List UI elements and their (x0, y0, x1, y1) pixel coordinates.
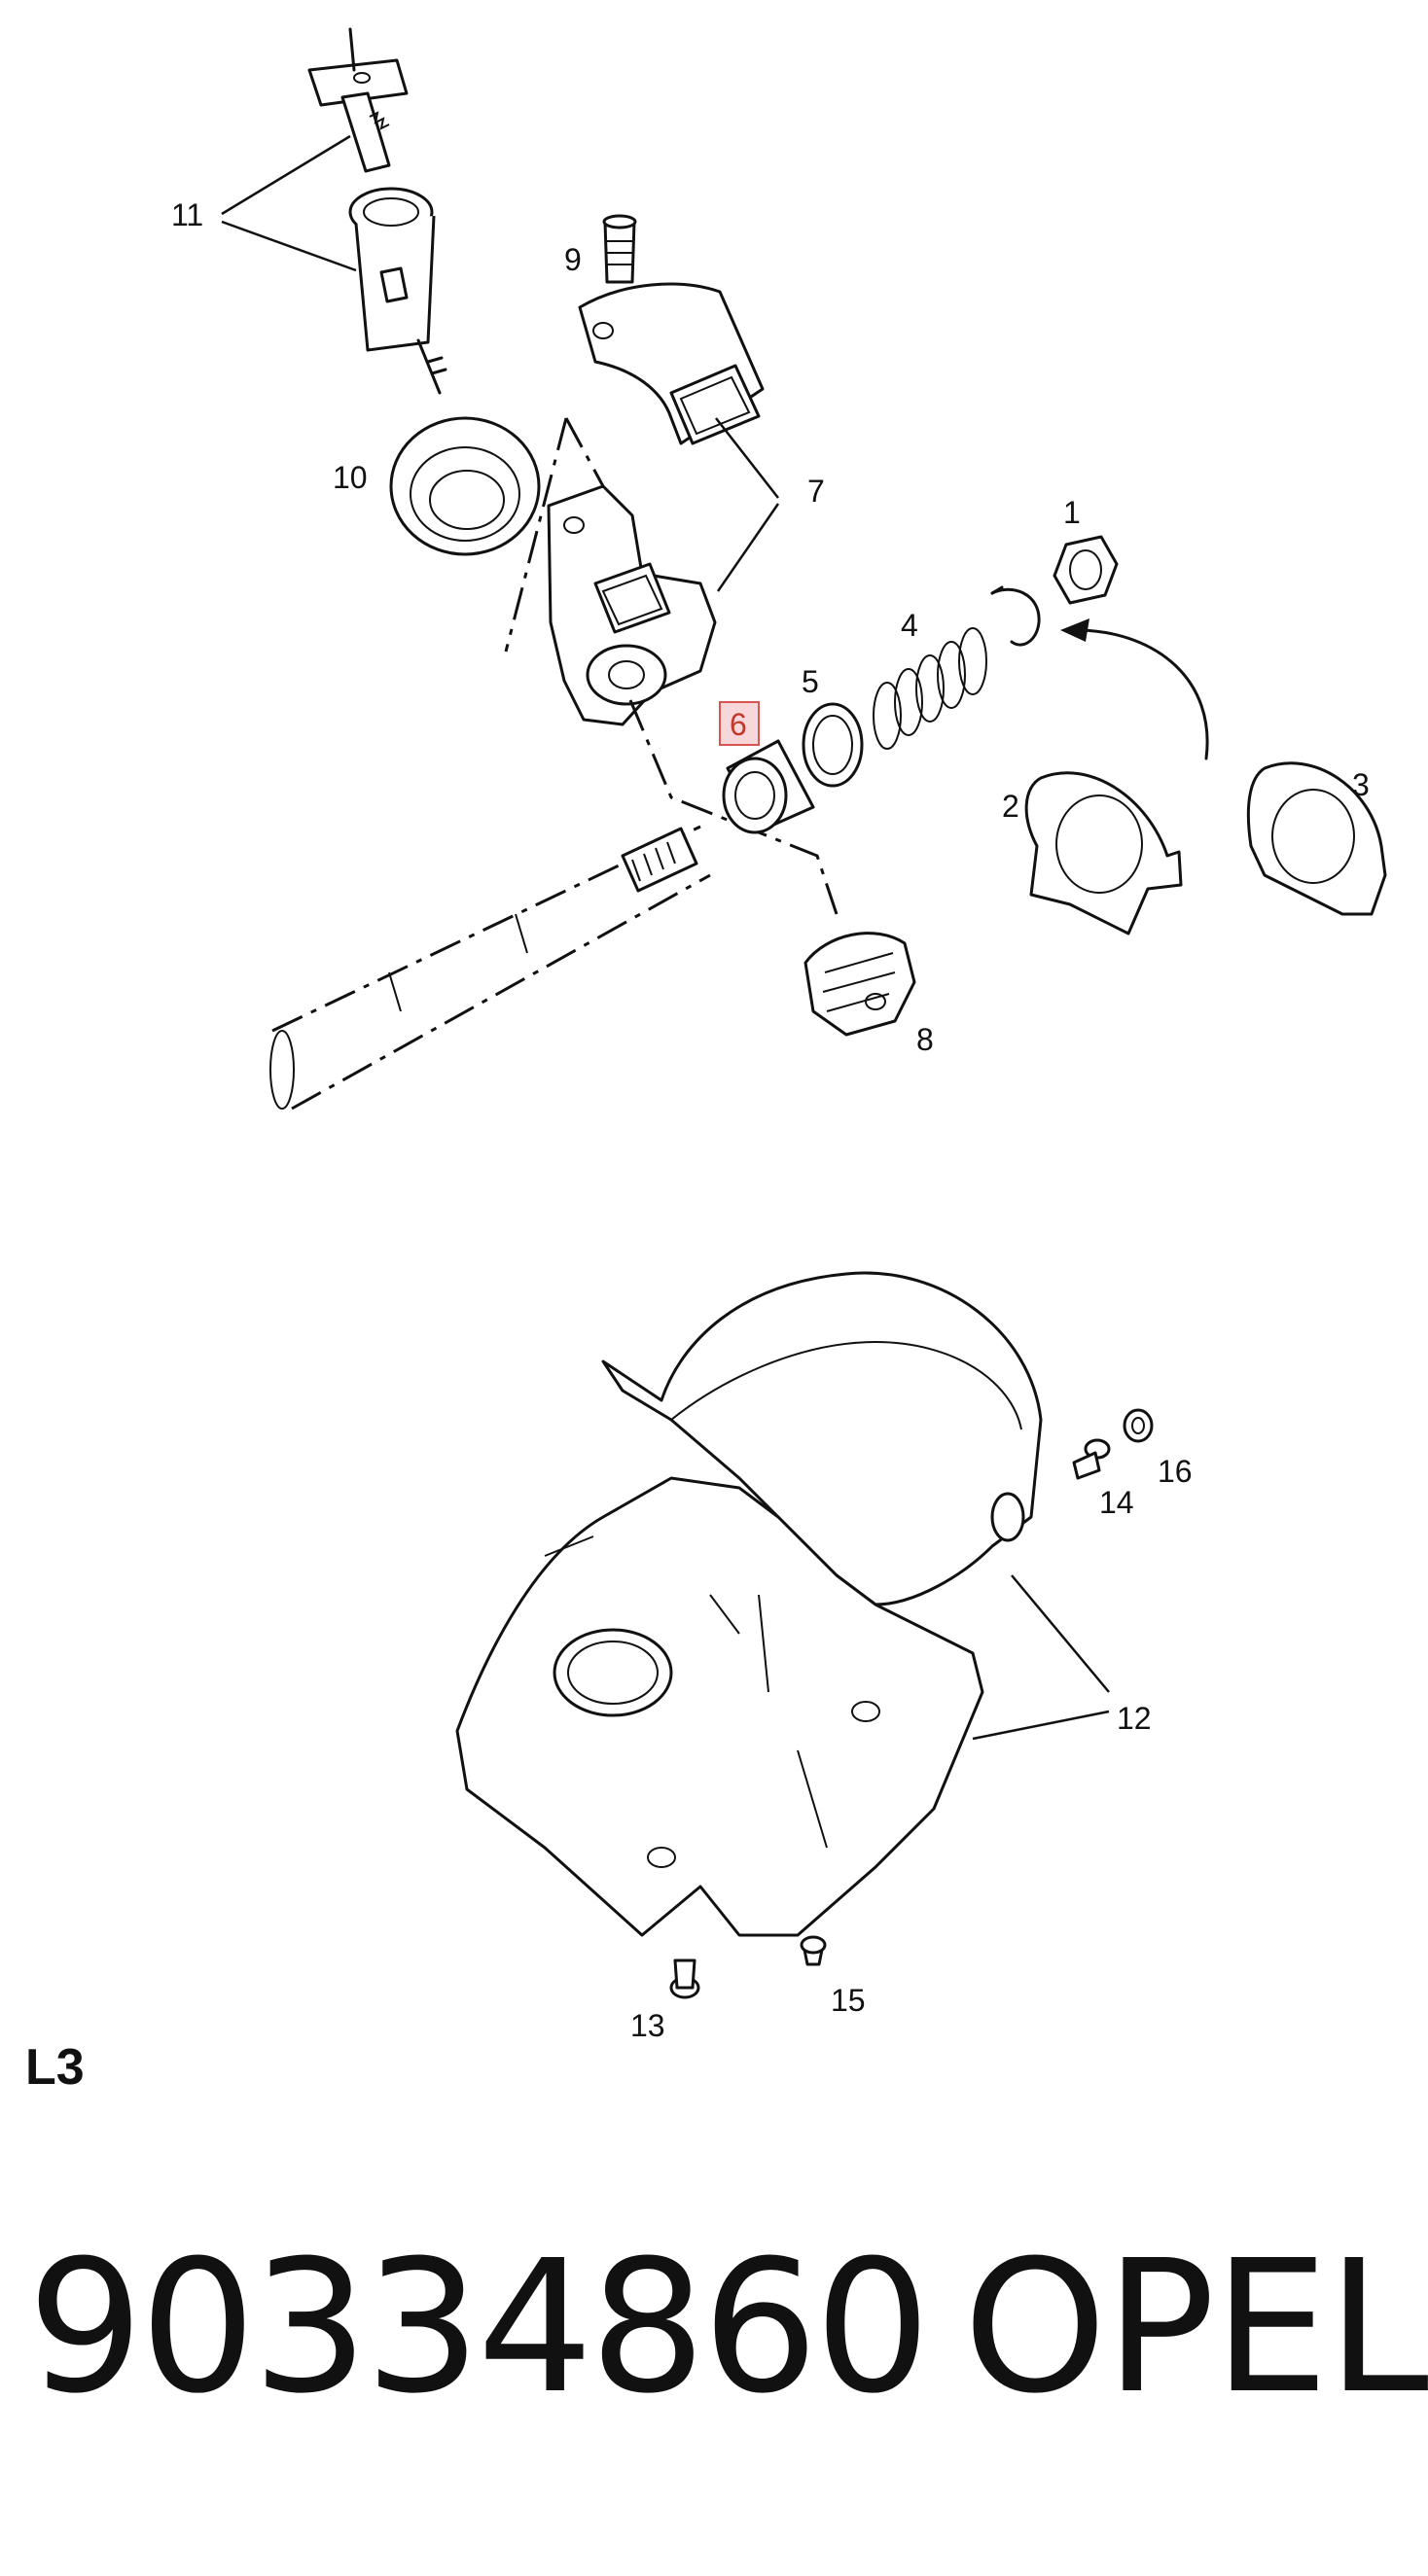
part-10-bezel-ring (389, 416, 541, 556)
part-13-screw (669, 1958, 700, 1999)
part-1-nut (1053, 535, 1119, 605)
callout-14: 14 (1099, 1485, 1134, 1520)
steering-shaft (269, 825, 711, 1111)
callout-12: 12 (1117, 1701, 1152, 1736)
part-4-spring (873, 627, 987, 750)
leader-lines (221, 134, 1110, 1741)
callout-16: 16 (1158, 1454, 1193, 1489)
callout-10: 10 (333, 460, 368, 495)
callout-1: 1 (1063, 495, 1081, 530)
callout-6: 6 (730, 707, 747, 742)
callout-8: 8 (916, 1022, 934, 1057)
section-label: L3 (25, 2039, 85, 2096)
part-3-tab-washer (1246, 761, 1387, 916)
lock-housing (547, 484, 717, 726)
retaining-clip (990, 585, 1041, 647)
callout-15: 15 (831, 1983, 866, 2018)
part-9-pin (602, 214, 637, 284)
callout-7: 7 (807, 474, 825, 509)
part-16-clip (1123, 1408, 1154, 1443)
brand-name: OPEL (963, 2221, 1428, 2434)
callout-13: 13 (630, 2008, 665, 2043)
callout-5: 5 (802, 664, 819, 699)
part-8-switch (803, 932, 916, 1037)
part-5-washer (802, 702, 864, 788)
callout-9: 9 (564, 242, 582, 277)
part-7-upper-bracket (578, 282, 765, 445)
callout-2: 2 (1002, 789, 1019, 824)
part-12-lower-cover (455, 1476, 984, 1937)
part-12-upper-cover (601, 1271, 1043, 1606)
part-6-bearing (722, 739, 815, 834)
callout-4: 4 (901, 608, 918, 643)
ignition-key-and-lock-cylinder (307, 27, 447, 395)
callout-11: 11 (171, 197, 203, 232)
part-14-screw (1072, 1438, 1111, 1480)
part-15-screw (800, 1935, 827, 1966)
part-2-tab-washer (1024, 771, 1183, 935)
callout-6-highlight-box (719, 701, 760, 746)
callout-3: 3 (1352, 767, 1370, 802)
part-number: 90334860 (27, 2221, 931, 2434)
direction-arrow (1060, 618, 1209, 760)
